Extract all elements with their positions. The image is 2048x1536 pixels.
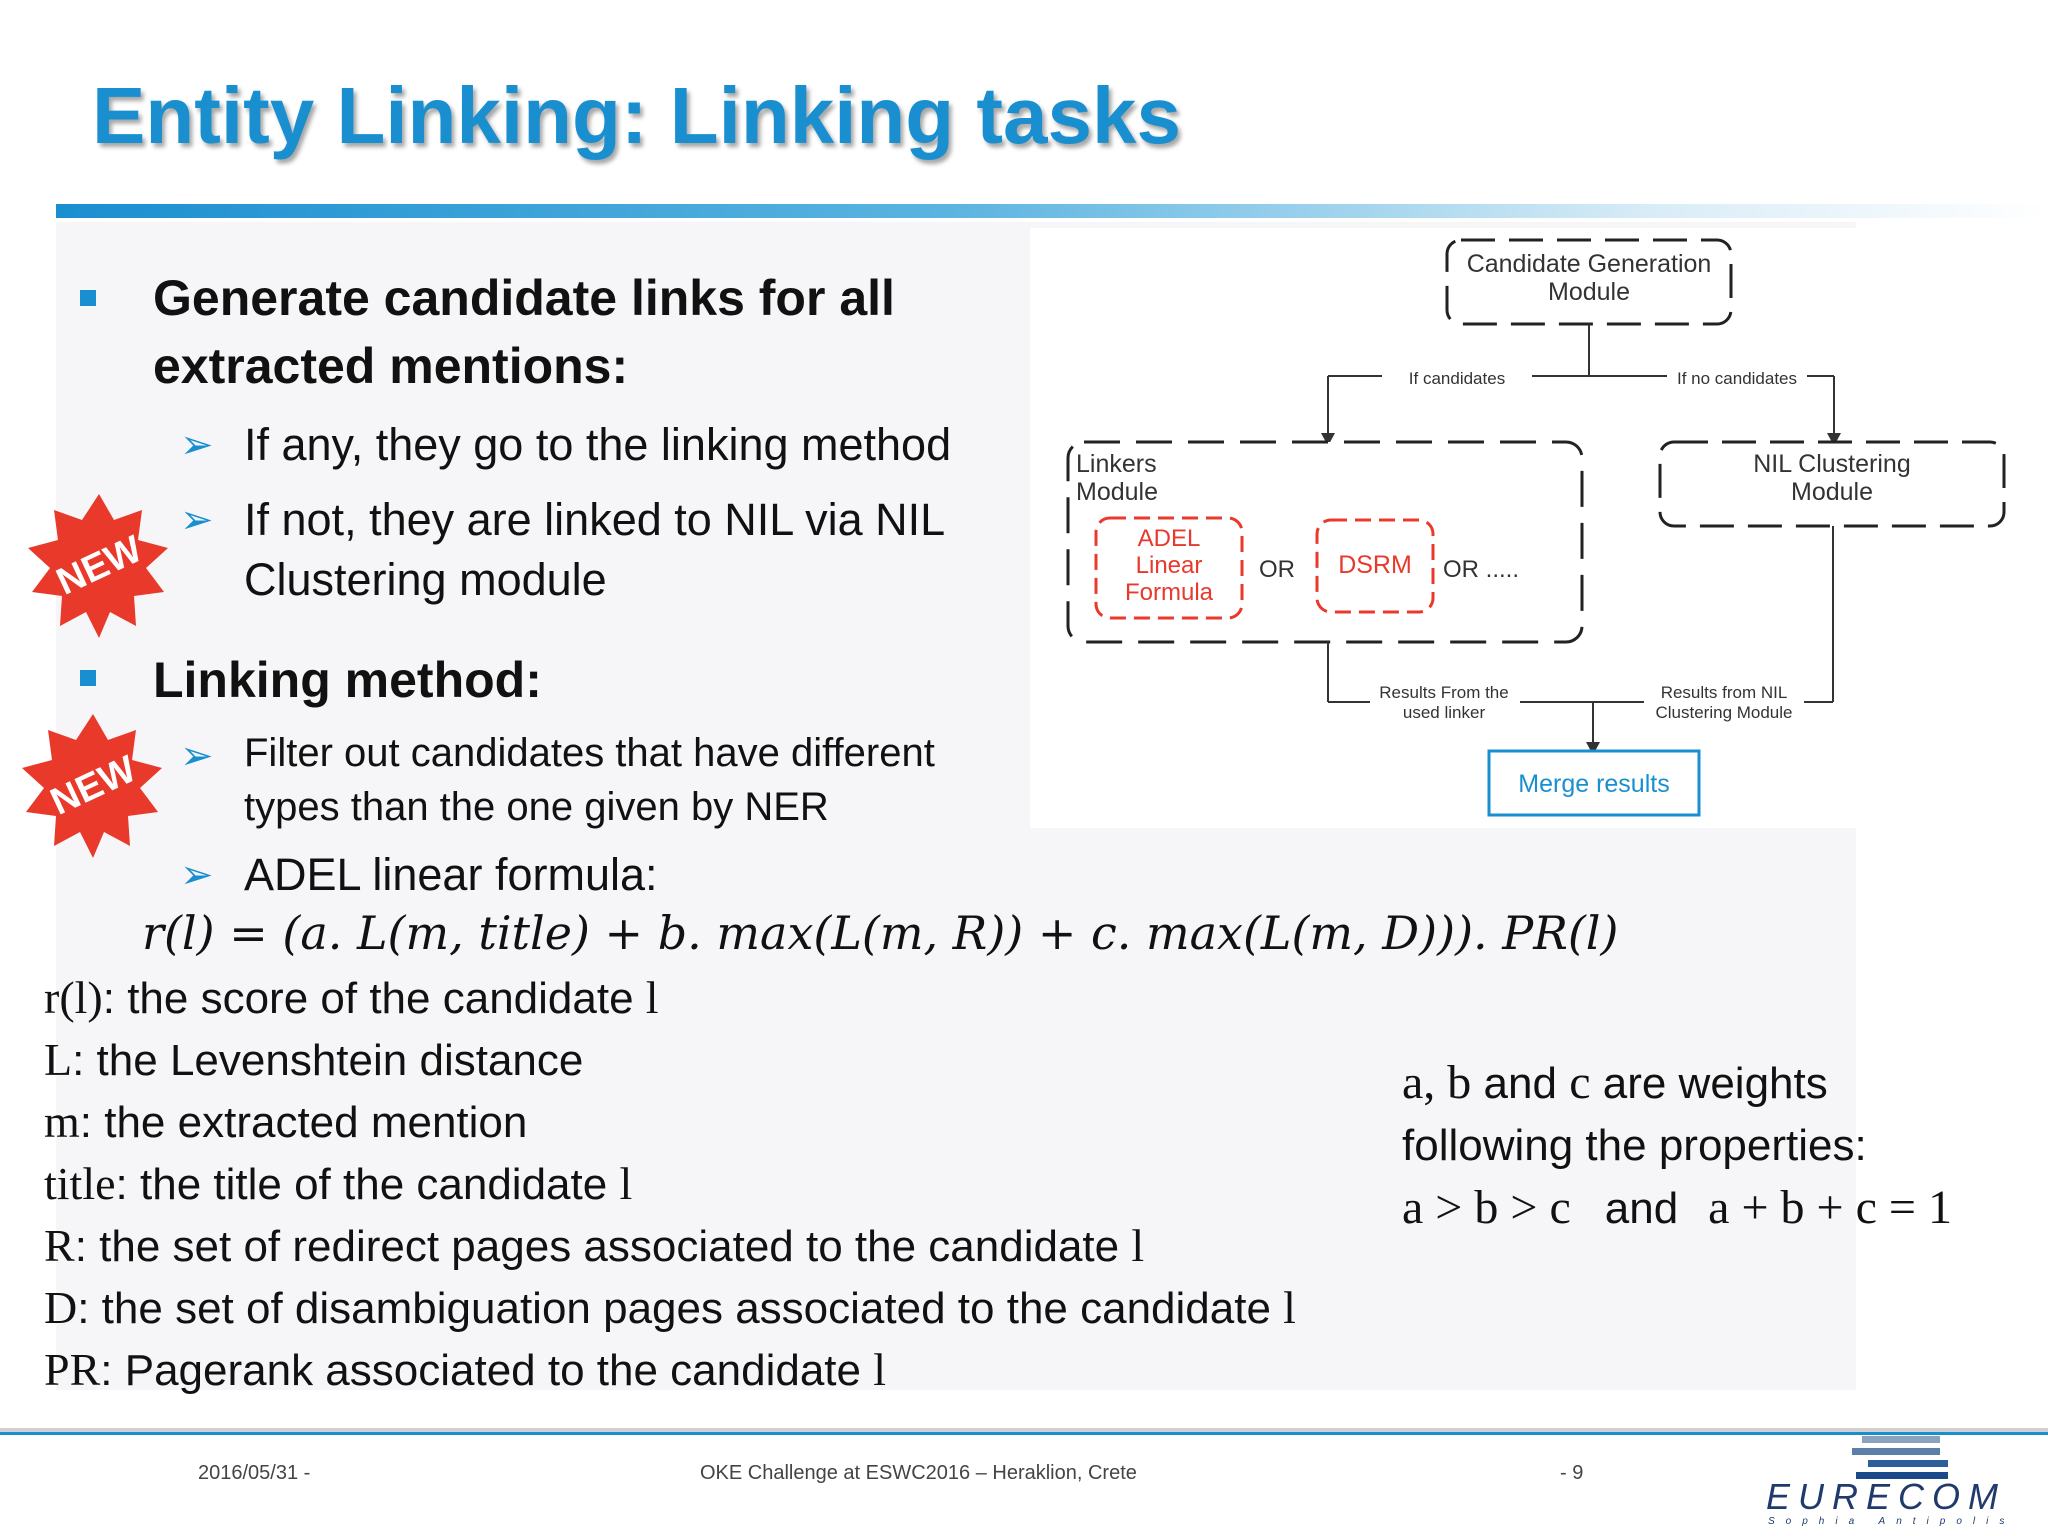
adel-label: Formula xyxy=(1125,579,1214,606)
arrow-bullet-icon: ➢ xyxy=(180,498,214,542)
weights-inequality: a > b > c xyxy=(1402,1181,1571,1234)
title-underline xyxy=(56,204,2048,218)
adel-label: Linear xyxy=(1136,552,1203,579)
bullet-square xyxy=(80,670,96,686)
if-candidates-label: If candidates xyxy=(1409,369,1505,388)
definition-symbol: r(l) xyxy=(44,972,103,1023)
definition-row: r(l): the score of the candidate l xyxy=(44,970,1296,1032)
footer-page-number: - 9 xyxy=(1560,1462,1584,1484)
weights-sum: a + b + c = 1 xyxy=(1708,1181,1952,1234)
dsrm-box xyxy=(1315,518,1435,614)
adel-label: ADEL xyxy=(1138,525,1201,552)
arrow-bullet-icon: ➢ xyxy=(180,734,214,778)
sub-bullet-2a: Filter out candidates that have differen… xyxy=(244,726,935,834)
results-linker-label: Results From the xyxy=(1379,683,1508,702)
arrow-bullet-icon: ➢ xyxy=(180,423,214,467)
definition-tail: l xyxy=(1283,1282,1296,1333)
definition-text: : the title of the candidate xyxy=(115,1160,620,1209)
new-badge-icon: NEW xyxy=(24,490,174,640)
sub-bullet-1b-line1: If not, they are linked to NIL via NIL xyxy=(244,494,946,545)
arrow-bullet-icon: ➢ xyxy=(180,853,214,897)
sub-bullet-2a-line1: Filter out candidates that have differen… xyxy=(244,731,935,775)
if-no-candidates-label: If no candidates xyxy=(1677,369,1797,388)
definition-symbol: PR xyxy=(44,1344,101,1395)
definition-symbol: R xyxy=(44,1220,75,1271)
definition-symbol: title xyxy=(44,1158,116,1209)
footer-rule xyxy=(0,1428,2048,1432)
sub-bullet-2a-line2: types than the one given by NER xyxy=(244,785,829,829)
definition-row: PR: Pagerank associated to the candidate… xyxy=(44,1342,1296,1404)
results-nil-label: Results from NIL xyxy=(1661,683,1788,702)
definition-row: title: the title of the candidate l xyxy=(44,1156,1296,1218)
merge-results-label: Merge results xyxy=(1518,770,1669,798)
weights-and-2: and xyxy=(1604,1184,1679,1233)
linkers-module-label: Module xyxy=(1076,478,1158,506)
slide-title: Entity Linking: Linking tasks xyxy=(92,71,1181,160)
bullet-heading-1-line1: Generate candidate links for all xyxy=(153,270,895,326)
definition-symbol: m xyxy=(44,1096,80,1147)
weights-note: a, b and c are weights following the pro… xyxy=(1402,1052,1952,1240)
footer-date: 2016/05/31 - xyxy=(198,1462,311,1484)
weights-symbol-c: c xyxy=(1569,1056,1591,1109)
bullet-heading-1-line2: extracted mentions: xyxy=(153,338,629,394)
nil-clustering-label: Module xyxy=(1791,478,1873,506)
linkers-module-label: Linkers xyxy=(1076,450,1157,478)
definition-text: : the Levenshtein distance xyxy=(72,1036,584,1085)
candidate-generation-label: Module xyxy=(1548,278,1630,306)
bullet-heading-1: Generate candidate links for all extract… xyxy=(153,264,895,400)
definition-text: : the score of the candidate xyxy=(102,974,646,1023)
definition-symbol: L xyxy=(44,1034,73,1085)
bullet-heading-2: Linking method: xyxy=(153,652,542,708)
nil-clustering-box xyxy=(1658,440,2006,528)
bullet-square xyxy=(80,290,96,306)
sub-bullet-1b: If not, they are linked to NIL via NIL C… xyxy=(244,490,945,610)
definition-row: m: the extracted mention xyxy=(44,1094,1296,1156)
sub-bullet-2b: ADEL linear formula: xyxy=(244,849,658,900)
definition-symbol: D xyxy=(44,1282,78,1333)
linking-flow-diagram: Candidate Generation Module If candidate… xyxy=(1030,228,2030,828)
weights-line3: a > b > c and a + b + c = 1 xyxy=(1402,1177,1952,1240)
definition-tail: l xyxy=(1131,1220,1145,1271)
definition-row: R: the set of redirect pages associated … xyxy=(44,1218,1296,1280)
results-linker-label: used linker xyxy=(1403,703,1486,722)
weights-line2: following the properties: xyxy=(1402,1121,1867,1170)
definition-tail: l xyxy=(619,1158,633,1209)
definition-tail: l xyxy=(645,972,659,1023)
definition-tail: l xyxy=(873,1344,887,1395)
results-nil-label: Clustering Module xyxy=(1655,703,1792,722)
footer-event: OKE Challenge at ESWC2016 – Heraklion, C… xyxy=(700,1462,1137,1484)
eurecom-logo-subtext: Sophia Antipolis xyxy=(1768,1516,2016,1527)
sub-bullet-1a: If any, they go to the linking method xyxy=(244,419,952,470)
eurecom-logo-icon xyxy=(1852,1436,1948,1479)
weights-symbols-ab: a, b xyxy=(1402,1056,1472,1109)
weights-tail: are weights xyxy=(1590,1059,1828,1108)
definition-text: : Pagerank associated to the candidate xyxy=(100,1346,874,1395)
new-badge-icon: NEW xyxy=(18,710,168,860)
candidate-generation-label: Candidate Generation xyxy=(1467,250,1712,278)
nil-clustering-label: NIL Clustering xyxy=(1753,450,1910,478)
eurecom-logo-text: EURECOM xyxy=(1766,1476,2007,1517)
sub-bullet-1b-line2: Clustering module xyxy=(244,554,607,605)
definition-text: : the set of redirect pages associated t… xyxy=(74,1222,1132,1271)
weights-line1: a, b and c are weights xyxy=(1402,1052,1952,1115)
footer-accent-rule xyxy=(0,1432,2048,1435)
eurecom-logo: EURECOM Sophia Antipolis xyxy=(1756,1428,2036,1528)
definition-row: D: the set of disambiguation pages assoc… xyxy=(44,1280,1296,1342)
definition-text: : the extracted mention xyxy=(79,1098,528,1147)
weights-and: and xyxy=(1471,1059,1570,1108)
definitions-list: r(l): the score of the candidate l L: th… xyxy=(44,970,1296,1404)
or-label: OR xyxy=(1259,556,1295,583)
merge-results-box xyxy=(1487,749,1701,817)
dsrm-label: DSRM xyxy=(1338,551,1412,579)
or-more-label: OR ..... xyxy=(1443,556,1519,583)
adel-formula-box xyxy=(1094,516,1244,620)
definition-text: : the set of disambiguation pages associ… xyxy=(77,1284,1284,1333)
definition-row: L: the Levenshtein distance xyxy=(44,1032,1296,1094)
adel-formula: r(l) = (a. L(m, title) + b. max(L(m, R))… xyxy=(142,906,1619,960)
